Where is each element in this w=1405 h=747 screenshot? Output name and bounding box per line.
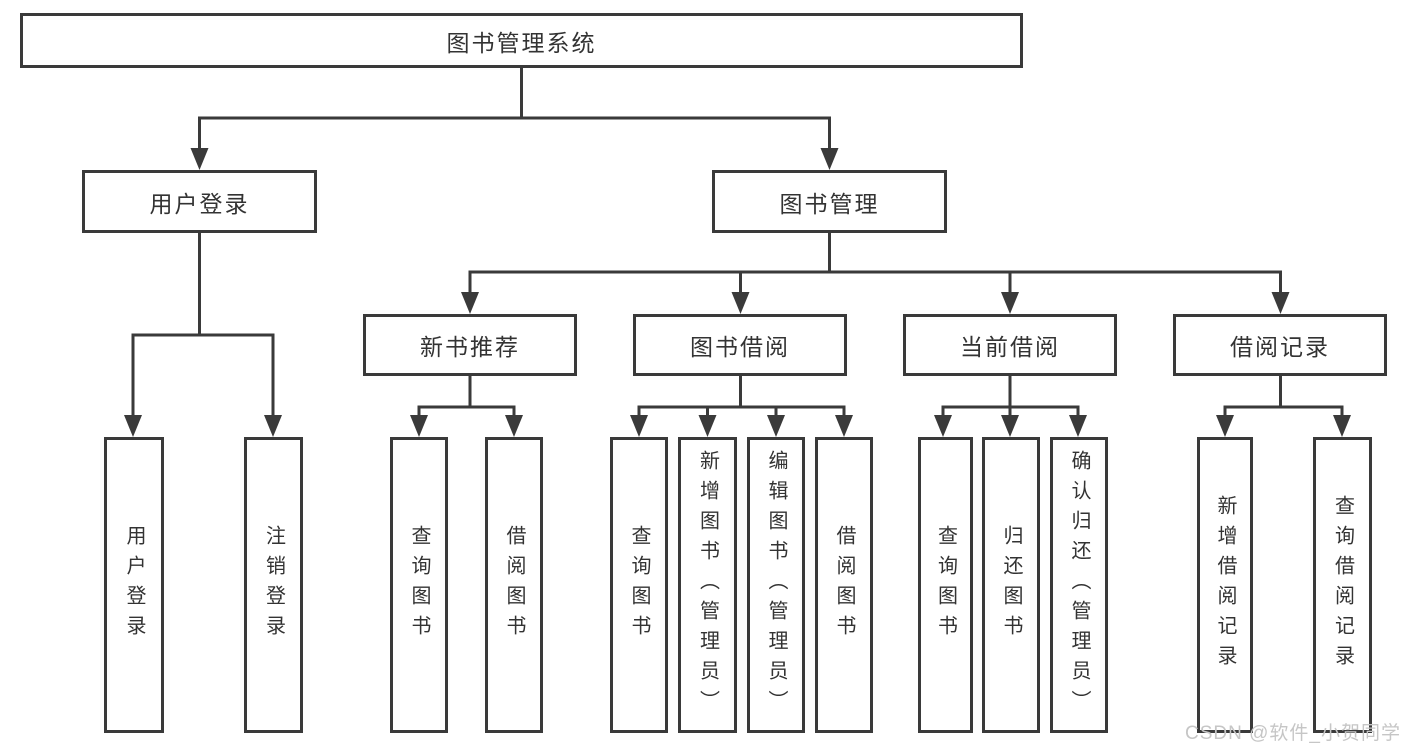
node-book-management: 图书管理 <box>712 170 947 233</box>
leaf-label: 注销登录 <box>262 525 285 645</box>
leaf-label: 用户登录 <box>123 525 145 645</box>
node-user-login: 用户登录 <box>82 170 317 233</box>
leaf-borrow-books-recommend: 借阅图书 <box>485 437 543 733</box>
node-book-borrowing: 图书借阅 <box>633 314 847 376</box>
leaf-confirm-return-admin: 确认归还（管理员） <box>1050 437 1108 733</box>
leaf-label: 新增图书（管理员） <box>696 450 719 720</box>
leaf-label: 新增借阅记录 <box>1214 495 1236 675</box>
leaf-query-books-borrow: 查询图书 <box>610 437 668 733</box>
leaf-label: 编辑图书（管理员） <box>765 450 787 720</box>
node-current-borrowing: 当前借阅 <box>903 314 1117 376</box>
node-root-library-system: 图书管理系统 <box>20 13 1023 68</box>
leaf-label: 查询图书 <box>628 525 650 645</box>
node-new-book-recommend: 新书推荐 <box>363 314 577 376</box>
leaf-return-book: 归还图书 <box>982 437 1040 733</box>
leaf-borrow-books: 借阅图书 <box>815 437 873 733</box>
leaf-label: 借阅图书 <box>503 525 525 645</box>
csdn-watermark: CSDN @软件_小贺同学 <box>1185 723 1401 744</box>
leaf-add-borrow-record: 新增借阅记录 <box>1197 437 1253 733</box>
leaf-logout: 注销登录 <box>244 437 303 733</box>
leaf-user-login: 用户登录 <box>104 437 164 733</box>
leaf-edit-book-admin: 编辑图书（管理员） <box>747 437 805 733</box>
leaf-label: 查询图书 <box>408 525 430 645</box>
node-label: 新书推荐 <box>420 334 520 360</box>
leaf-label: 借阅图书 <box>833 525 855 645</box>
node-borrowing-records: 借阅记录 <box>1173 314 1387 376</box>
node-label: 图书借阅 <box>690 334 790 360</box>
leaf-add-book-admin: 新增图书（管理员） <box>678 437 737 733</box>
leaf-label: 确认归还（管理员） <box>1068 450 1090 720</box>
node-label: 图书管理系统 <box>446 29 597 56</box>
leaf-label: 归还图书 <box>1000 525 1022 645</box>
node-label: 图书管理 <box>779 190 880 217</box>
leaf-label: 查询借阅记录 <box>1331 495 1354 675</box>
leaf-query-borrow-record: 查询借阅记录 <box>1313 437 1372 733</box>
node-label: 当前借阅 <box>960 334 1060 360</box>
leaf-query-books-current: 查询图书 <box>918 437 973 733</box>
leaf-label: 查询图书 <box>934 525 957 645</box>
node-label: 借阅记录 <box>1230 334 1330 360</box>
node-label: 用户登录 <box>149 190 250 217</box>
leaf-query-books-recommend: 查询图书 <box>390 437 448 733</box>
